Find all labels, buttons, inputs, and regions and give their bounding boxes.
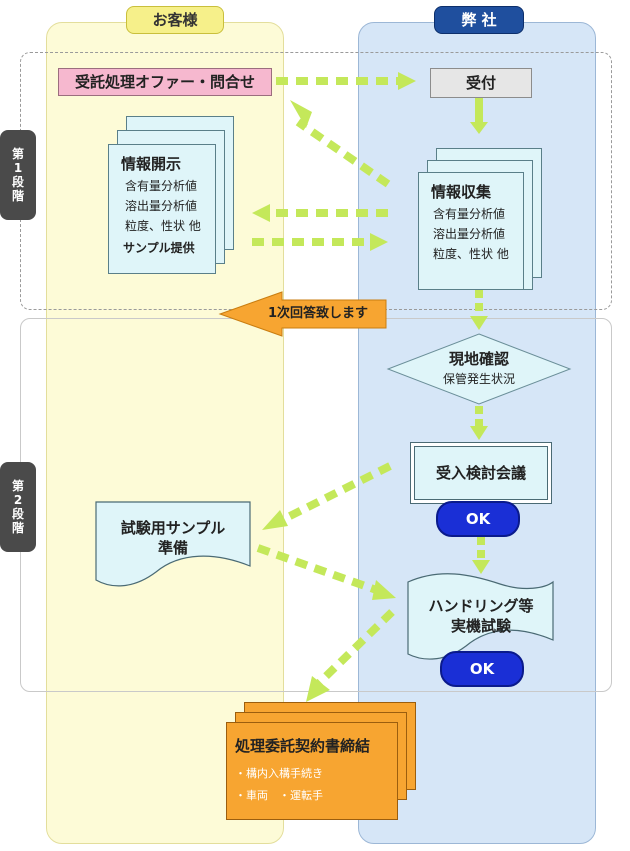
collection-item: 粒度、性状 他: [433, 247, 509, 261]
disclosure-item: 溶出量分析値: [125, 199, 198, 213]
acceptance-meeting-box: 受入検討会議: [410, 442, 552, 504]
disclosure-item: 含有量分析値: [125, 179, 198, 193]
customer-lane-header: お客様: [126, 6, 224, 34]
disclosure-note: サンプル提供: [123, 241, 195, 255]
arrow-collection-to-disclosure: [252, 204, 388, 222]
disclosure-title: 情報開示: [121, 155, 182, 173]
arrow-offer-to-reception: [276, 72, 416, 90]
ok-badge-1: OK: [436, 501, 520, 537]
site-check-sub: 保管発生状況: [442, 372, 515, 386]
handling-test-line: ハンドリング等: [428, 597, 534, 615]
arrow-collection-to-offer: [290, 100, 391, 188]
site-check-title: 現地確認: [448, 350, 509, 368]
acceptance-meeting-label: 受入検討会議: [435, 464, 526, 482]
company-lane-header: 弊 社: [434, 6, 524, 34]
reception-box: 受付: [430, 68, 532, 98]
contract-document: 処理委託契約書締結 ・構内入構手続き ・車両 ・運転手: [226, 722, 398, 820]
collection-document: 情報収集 含有量分析値 溶出量分析値 粒度、性状 他: [418, 172, 524, 290]
sample-prep-shape: [95, 501, 251, 587]
contract-title: 処理委託契約書締結: [235, 737, 371, 755]
handling-test-line: 実機試験: [450, 617, 511, 635]
handling-test-label: ハンドリング等 実機試験: [408, 596, 554, 636]
arrow-ok-to-handling: [472, 537, 490, 574]
first-reply-label: 1次回答致します: [267, 306, 369, 321]
arrow-reception-to-collection: [470, 98, 488, 134]
contract-item: ・車両 ・運転手: [235, 789, 323, 802]
collection-item: 溶出量分析値: [433, 227, 506, 241]
arrow-site-check-to-meeting: [470, 406, 488, 440]
arrow-disclosure-to-collection: [252, 233, 388, 251]
sample-prep-line: 試験用サンプル: [120, 519, 226, 537]
sample-prep-line: 準備: [157, 539, 188, 557]
ok-badge-2: OK: [440, 651, 524, 687]
arrow-collection-to-site-check: [470, 290, 488, 330]
arrow-sample-prep-to-handling: [256, 544, 396, 600]
offer-box: 受託処理オファー・問合せ: [58, 68, 272, 96]
arrow-handling-to-contract: [306, 609, 395, 702]
first-reply-arrow: [218, 291, 387, 337]
contract-item: ・構内入構手続き: [235, 767, 323, 780]
site-check-diamond: [386, 333, 572, 405]
collection-item: 含有量分析値: [433, 207, 506, 221]
disclosure-item: 粒度、性状 他: [125, 219, 201, 233]
arrow-meeting-to-sample-prep: [262, 462, 392, 530]
sample-prep-label: 試験用サンプル 準備: [96, 518, 250, 558]
collection-title: 情報収集: [431, 183, 492, 201]
disclosure-document: 情報開示 含有量分析値 溶出量分析値 粒度、性状 他 サンプル提供: [108, 144, 216, 274]
